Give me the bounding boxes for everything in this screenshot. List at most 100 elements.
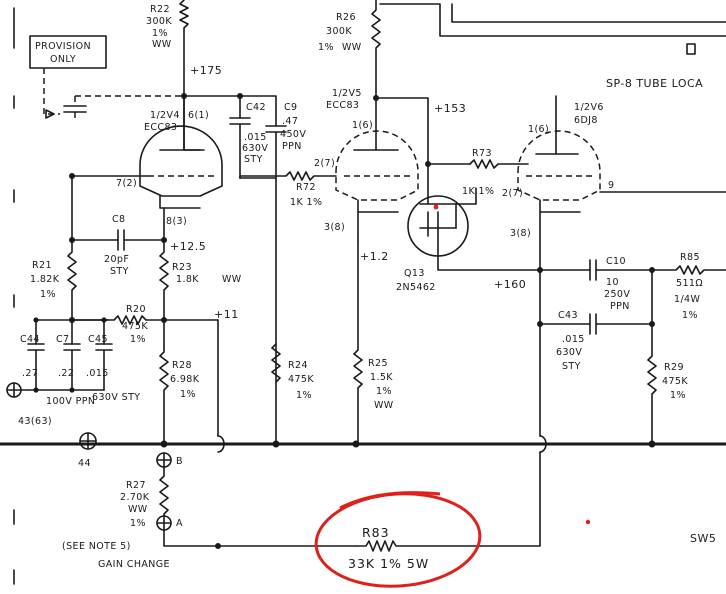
r27-value: 2.70K [120, 492, 150, 503]
cap-group-note2: 630V STY [92, 392, 141, 403]
v-153: +153 [434, 102, 466, 115]
r23-ref: R23 [172, 262, 192, 273]
r28-tol: 1% [180, 389, 196, 400]
red-mark [433, 204, 439, 210]
q13-part: 2N5462 [396, 282, 436, 293]
provision-box [29, 35, 107, 69]
r22-resistor [179, 0, 189, 97]
r22-value: 300K [146, 16, 172, 27]
c8-capacitor [71, 229, 165, 251]
r24-value: 475K [288, 374, 314, 385]
q13-transistor [407, 163, 541, 271]
v5-cathode-pin: 3(8) [324, 222, 345, 233]
r28-resistor [159, 319, 169, 445]
tp-a-icon [156, 515, 172, 531]
r22-tol: 1% [152, 28, 168, 39]
r72-resistor [239, 171, 337, 181]
c42-c9-capacitors [229, 95, 287, 179]
r20-tol: 1% [130, 334, 146, 345]
r72-ref: R72 [296, 182, 316, 193]
red-mark [585, 519, 591, 525]
r29-resistor [647, 269, 657, 445]
v6-type: 6DJ8 [574, 115, 598, 126]
r73-value: 1K 1% [462, 186, 494, 197]
r28-ref: R28 [172, 360, 192, 371]
v6-tube [517, 95, 726, 271]
r73-resistor [469, 159, 529, 169]
v-1-2: +1.2 [360, 250, 389, 263]
r23-value: 1.8K [176, 274, 199, 285]
c43-type: STY [562, 361, 581, 372]
r23-resistor [159, 239, 169, 321]
q13-ref: Q13 [404, 268, 425, 279]
r27-ref: R27 [126, 480, 146, 491]
v-160: +160 [494, 278, 526, 291]
r25-value: 1.5K [370, 372, 393, 383]
c42-type: STY [244, 154, 263, 165]
tp-a-label: A [176, 518, 183, 529]
r27-resistor [159, 466, 169, 517]
r26-tol: 1% [318, 42, 334, 53]
r25-type: WW [374, 400, 394, 411]
c9-value: .47 [282, 116, 298, 127]
r83-value: 33K 1% 5W [348, 556, 429, 571]
r83-highlight-circle [314, 492, 482, 588]
v-11: +11 [214, 308, 239, 321]
v6-heater-pin: 9 [608, 180, 614, 191]
tp44-icon [79, 432, 97, 450]
r83-resistor [355, 269, 547, 552]
junction [69, 173, 75, 179]
r20-value: 475K [122, 321, 148, 332]
r25-tol: 1% [376, 386, 392, 397]
c45-ref: C45 [88, 334, 108, 345]
v6-cathode-pin: 3(8) [510, 228, 531, 239]
r29-tol: 1% [670, 390, 686, 401]
c44-value: .27 [22, 368, 38, 379]
v6-grid-pin: 2(7) [502, 188, 523, 199]
r85-ref: R85 [680, 252, 700, 263]
provision-line1: PROVISION [35, 41, 91, 52]
c10-type: PPN [610, 301, 630, 312]
c43-voltage: 630V [556, 347, 582, 358]
v4-grid-pin: 7(2) [116, 178, 137, 189]
r24-ref: R24 [288, 360, 308, 371]
v4-plate-pin: 6(1) [188, 110, 209, 121]
r73-ref: R73 [472, 148, 492, 159]
v6-plate-pin: 1(6) [528, 124, 549, 135]
v5-tube [335, 97, 419, 241]
c45-value: .015 [86, 368, 109, 379]
r26-ref: R26 [336, 12, 356, 23]
v4-tube [71, 95, 223, 209]
r83-highlight-stroke [339, 491, 441, 510]
tp43-label: 43(63) [18, 416, 52, 427]
r28-value: 6.98K [170, 374, 200, 385]
r23-type: WW [222, 274, 242, 285]
r26-value: 300K [326, 26, 352, 37]
r20-resistor [71, 315, 219, 325]
r29-ref: R29 [664, 362, 684, 373]
r85-value: 511Ω [676, 278, 703, 289]
r26-type: WW [342, 42, 362, 53]
provision-line2: ONLY [50, 54, 76, 65]
r21-value: 1.82K [30, 274, 60, 285]
sw-label: SW5 [690, 532, 716, 545]
c10-capacitor [539, 259, 653, 281]
r83-ref: R83 [362, 525, 390, 540]
r21-tol: 1% [40, 289, 56, 300]
c43-ref: C43 [558, 310, 578, 321]
gain-change: GAIN CHANGE [98, 559, 170, 570]
c42-value: .015 [244, 132, 267, 143]
tp-b-label: B [176, 456, 183, 467]
c9-voltage: 450V [280, 129, 306, 140]
c8-ref: C8 [112, 214, 125, 225]
r27-tol: 1% [130, 518, 146, 529]
v4-name: 1/2V4 [150, 110, 180, 121]
r22-type: WW [152, 39, 172, 50]
tp44-label: 44 [78, 458, 91, 469]
v5-grid-pin: 2(7) [314, 158, 335, 169]
v5-type: ECC83 [326, 100, 359, 111]
r21-ref: R21 [32, 260, 52, 271]
r27-type: WW [128, 504, 148, 515]
v6-name: 1/2V6 [574, 102, 604, 113]
